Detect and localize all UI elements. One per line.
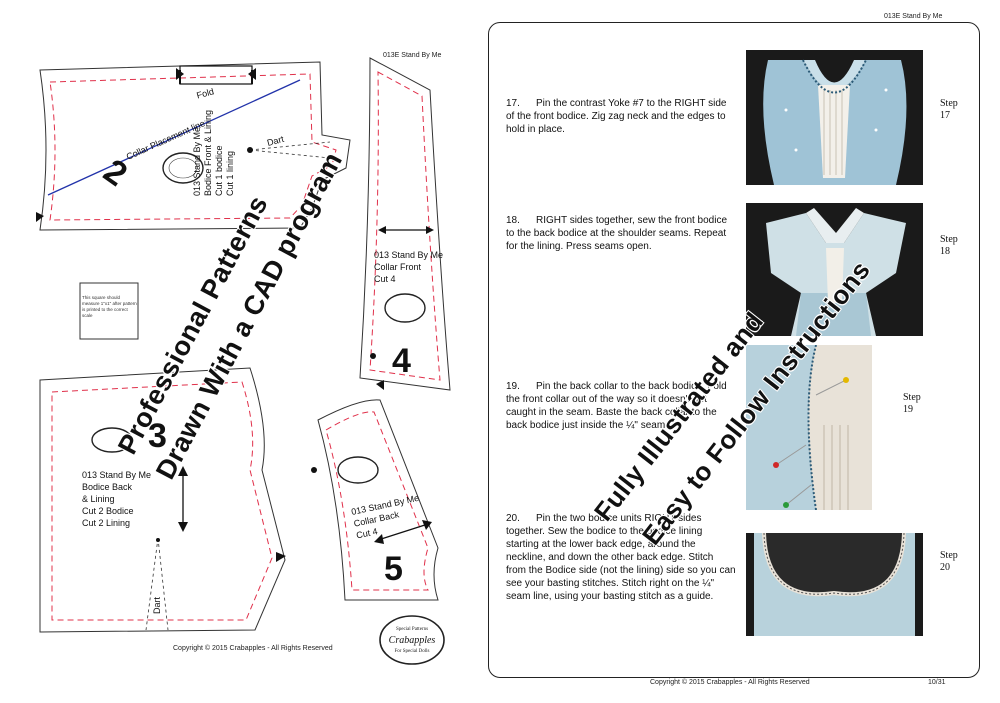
svg-text:Crabapples: Crabapples [389, 635, 436, 646]
svg-text:Cut 2 Lining: Cut 2 Lining [82, 518, 130, 528]
svg-text:Cut 1 lining: Cut 1 lining [225, 151, 235, 196]
svg-text:Cut 1 bodice: Cut 1 bodice [214, 145, 224, 196]
fold-label: Fold [195, 86, 215, 100]
svg-text:Cut 4: Cut 4 [355, 526, 378, 540]
svg-text:Cut 4: Cut 4 [374, 274, 396, 284]
step-18-photo [746, 203, 923, 336]
piece-5-number: 5 [384, 550, 403, 588]
piece-4-number: 4 [392, 342, 411, 380]
footer-logo [379, 615, 445, 665]
svg-text:013 Stand By Me: 013 Stand By Me [192, 127, 202, 196]
step-17-text: 17.Pin the contrast Yoke #7 to the RIGHT… [506, 98, 727, 135]
right-page-header: 013E Stand By Me [884, 13, 943, 20]
step-18-text: 18.RIGHT sides together, sew the front b… [506, 215, 728, 252]
dart-label-back: Dart [152, 596, 162, 614]
left-page-header: 013E Stand By Me [383, 52, 442, 59]
page-number: 10/31 [928, 679, 946, 686]
svg-text:Special Patterns: Special Patterns [396, 627, 428, 632]
step-19-photo [746, 345, 872, 510]
piece-2-label: 013 Stand By Me Bodice Front & Lining Cu… [192, 110, 235, 196]
svg-text:Bodice Back: Bodice Back [82, 482, 133, 492]
step-19-text: 19.Pin the back collar to the back bodic… [506, 381, 727, 431]
svg-text:013 Stand By Me: 013 Stand By Me [374, 250, 443, 260]
scale-note: This square should measure 1"x1" after p… [82, 295, 137, 318]
pattern-piece-4 [359, 57, 451, 391]
step-17-photo [746, 50, 923, 185]
step-20-photo [746, 533, 923, 636]
piece-3-label: 013 Stand By Me Bodice Back & Lining Cut… [82, 470, 151, 528]
right-copyright: Copyright © 2015 Crabapples - All Rights… [650, 679, 810, 686]
svg-text:& Lining: & Lining [82, 494, 115, 504]
step-20-text: 20.Pin the two bodice units RIGHT sides … [506, 513, 736, 602]
piece-3-number: 3 [148, 417, 167, 455]
piece-4-label: 013 Stand By Me Collar Front Cut 4 [374, 250, 443, 284]
pattern-piece-3 [39, 367, 286, 633]
left-copyright: Copyright © 2015 Crabapples - All Rights… [173, 645, 333, 652]
pattern-sheet: 2 Fold Collar Placement line Dart 013 St… [36, 57, 451, 665]
pattern-piece-5 [311, 399, 439, 601]
svg-text:Bodice Front & Lining: Bodice Front & Lining [203, 110, 213, 196]
svg-text:013 Stand By Me: 013 Stand By Me [82, 470, 151, 480]
scale-square [79, 282, 139, 340]
pattern-piece-2 [36, 61, 351, 231]
svg-text:Collar Front: Collar Front [374, 262, 422, 272]
svg-text:For Special Dolls: For Special Dolls [395, 649, 430, 654]
svg-text:Cut 2 Bodice: Cut 2 Bodice [82, 506, 134, 516]
dart-label-front: Dart [266, 134, 285, 148]
